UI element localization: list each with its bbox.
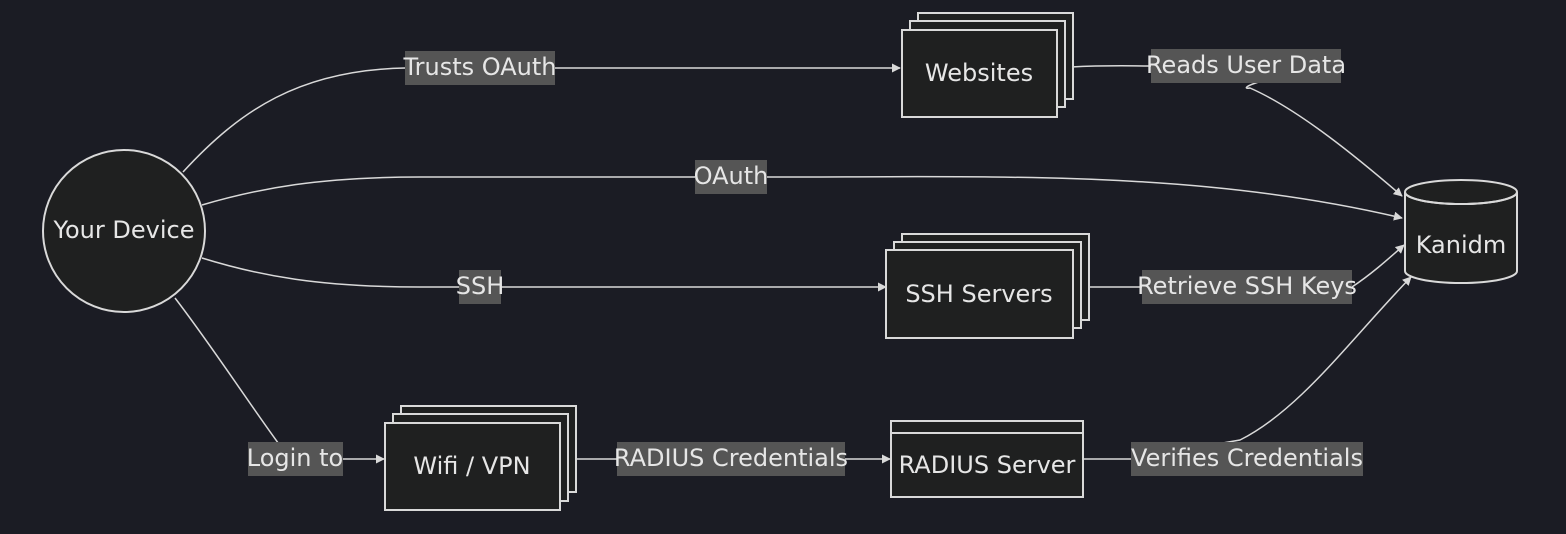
edge-radius-server-to-kanidm [1083, 276, 1412, 460]
node-your-device[interactable]: Your Device [42, 149, 206, 313]
node-radius-server-label: RADIUS Server [899, 451, 1076, 479]
edge-device-to-websites [182, 63, 901, 173]
edge-device-to-ssh-servers [201, 257, 887, 292]
node-websites[interactable]: Websites [901, 12, 1074, 118]
edge-label-ssh: SSH [456, 270, 505, 304]
edge-label-trusts-oauth-text: Trusts OAuth [403, 53, 557, 81]
edge-websites-to-kanidm [1070, 65, 1403, 197]
node-ssh-servers[interactable]: SSH Servers [885, 233, 1090, 339]
node-radius-server[interactable]: RADIUS Server [890, 420, 1084, 498]
edge-label-reads-user-data: Reads User Data [1146, 49, 1346, 83]
nodes: Your Device Websites SSH Servers Wifi / … [42, 12, 1518, 511]
edge-label-ssh-text: SSH [456, 272, 505, 300]
edge-label-oauth: OAuth [694, 160, 769, 194]
node-kanidm[interactable]: Kanidm [1404, 179, 1518, 284]
node-your-device-label: Your Device [53, 216, 195, 244]
edge-ssh-servers-to-kanidm [1088, 244, 1405, 288]
edges [174, 63, 1412, 464]
edge-label-radius-credentials: RADIUS Credentials [614, 442, 848, 476]
edge-label-retrieve-ssh-keys: Retrieve SSH Keys [1137, 270, 1357, 304]
edge-label-login-to-text: Login to [247, 444, 343, 472]
edge-label-oauth-text: OAuth [694, 162, 769, 190]
node-kanidm-label: Kanidm [1416, 231, 1507, 259]
edge-label-trusts-oauth: Trusts OAuth [403, 51, 557, 85]
edge-label-retrieve-ssh-keys-text: Retrieve SSH Keys [1137, 272, 1357, 300]
node-wifi-vpn[interactable]: Wifi / VPN [384, 405, 577, 511]
edge-device-to-wifi-vpn [174, 297, 385, 464]
database-icon [1404, 192, 1518, 284]
node-websites-label: Websites [925, 59, 1033, 87]
edge-label-radius-credentials-text: RADIUS Credentials [614, 444, 848, 472]
node-ssh-servers-label: SSH Servers [905, 280, 1052, 308]
edge-label-verifies-credentials: Verifies Credentials [1131, 442, 1363, 476]
edge-label-reads-user-data-text: Reads User Data [1146, 51, 1346, 79]
edge-labels: Trusts OAuth OAuth SSH Login to Reads Us… [247, 49, 1363, 476]
edge-label-login-to: Login to [247, 442, 343, 476]
edge-label-verifies-credentials-text: Verifies Credentials [1131, 444, 1363, 472]
edge-device-to-kanidm [201, 175, 1403, 221]
node-wifi-vpn-label: Wifi / VPN [413, 452, 530, 480]
